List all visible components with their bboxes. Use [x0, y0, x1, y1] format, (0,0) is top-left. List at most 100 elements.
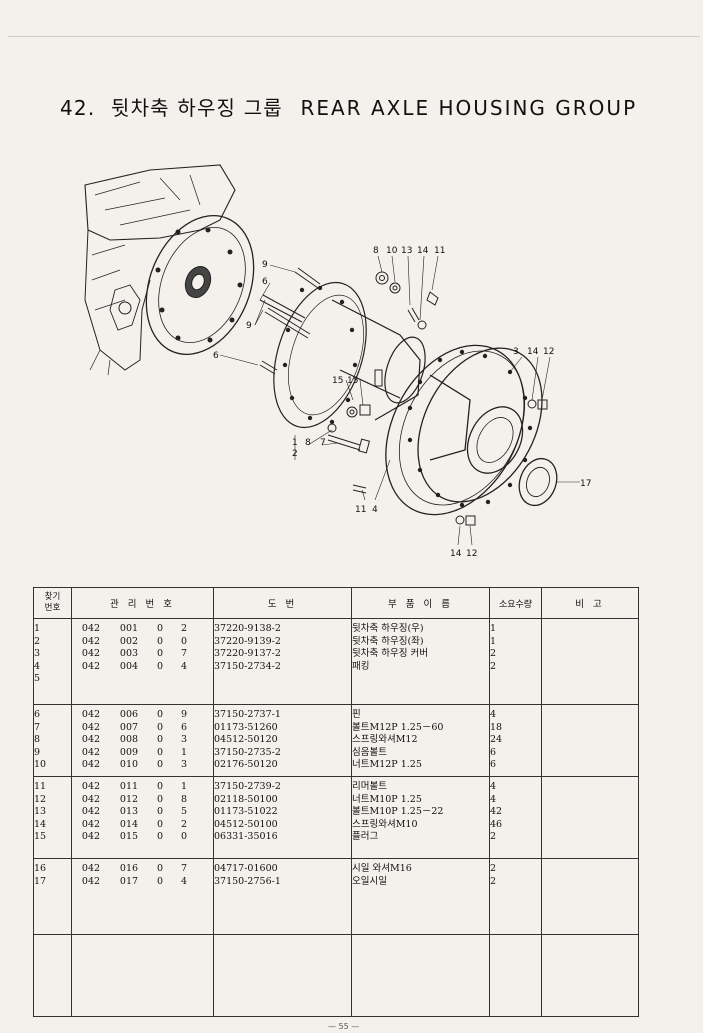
callout-1: 1 — [292, 438, 298, 448]
engine-block-illustration — [84, 164, 236, 376]
top-rule — [8, 36, 700, 37]
quantity-value: 1 — [490, 623, 497, 634]
part-name-value: 리머볼트 — [352, 781, 387, 792]
drawing-number-value: 04717-01600 — [214, 863, 278, 874]
callout-8: 8 — [373, 246, 379, 256]
control-number-part: 006 — [119, 709, 139, 720]
remarks-value — [542, 794, 638, 807]
nuts-illustration — [455, 399, 548, 526]
control-number-part: 3 — [180, 734, 188, 745]
table-header-row: 찾기 번호 관 리 번 호 도 번 부 품 이 름 소요수량 비 고 — [33, 587, 639, 619]
quantity-value: 4 — [490, 709, 497, 720]
control-number-part: 0 — [156, 781, 164, 792]
remarks-value — [542, 722, 638, 735]
control-number-part: 2 — [180, 623, 188, 634]
control-number-part: 016 — [119, 863, 139, 874]
drawing-number-value: 37150-2734-2 — [214, 660, 281, 672]
find-number-value: 8 — [34, 734, 41, 745]
remarks-value — [542, 819, 638, 832]
find-number-value: 4 — [34, 660, 41, 672]
control-number-part: 011 — [119, 781, 139, 792]
control-number-part: 042 — [81, 746, 101, 758]
drawing-number-value: 37220-9139-2 — [214, 635, 281, 647]
quantity-value: 6 — [490, 759, 497, 770]
page-title: 42. 뒷차축 하우징 그룹 REAR AXLE HOUSING GROUP — [60, 92, 637, 121]
control-number-part: 042 — [81, 623, 101, 634]
drawing-number-value: 02176-50120 — [214, 759, 278, 770]
housing-cover-illustration — [385, 344, 543, 516]
oil-seal-illustration — [518, 457, 558, 507]
control-number-part: 1 — [180, 746, 188, 758]
header-control-number: 관 리 번 호 — [71, 587, 214, 619]
find-number-value: 17 — [34, 875, 47, 887]
control-number-part: 042 — [81, 660, 101, 672]
part-name-value: 너트M10P 1.25 — [352, 793, 422, 805]
leader-lines — [219, 255, 580, 546]
callout-9: 9 — [262, 260, 268, 270]
control-number-part: 014 — [119, 818, 139, 830]
part-name-value: 뒷차축 하우징(우) — [352, 623, 424, 634]
control-number-part — [110, 673, 148, 686]
quantity-value — [490, 673, 541, 686]
drawing-number-value: 06331-35016 — [214, 831, 278, 842]
control-number-part: 0 — [156, 623, 164, 634]
quantity-value: 24 — [490, 734, 503, 745]
find-number-value: 14 — [34, 818, 47, 830]
callout-11: 11 — [355, 505, 366, 515]
callout-12: 12 — [466, 549, 477, 559]
control-number-part — [148, 673, 172, 686]
callout-8: 8 — [305, 438, 311, 448]
quantity-value: 2 — [490, 831, 497, 842]
callout-6: 6 — [213, 351, 219, 361]
control-number-part: 0 — [156, 635, 164, 647]
control-number-part: 042 — [81, 709, 101, 720]
drawing-number-value: 04512-50100 — [214, 818, 278, 830]
drawing-number-value — [214, 673, 351, 686]
header-part-name: 부 품 이 름 — [351, 587, 490, 619]
remarks-value — [542, 636, 638, 649]
control-number: 042 001 0 2 — [72, 623, 213, 636]
remarks-value — [542, 876, 638, 889]
control-number-part — [172, 673, 196, 686]
flywheel-disk-illustration — [145, 215, 255, 355]
section-number: 42. — [60, 96, 96, 120]
cell-quantity — [489, 934, 542, 1017]
drawing-number-value: 37150-2735-2 — [214, 746, 281, 758]
title-korean: 뒷차축 하우징 그룹 — [110, 96, 283, 120]
control-number-part: 7 — [180, 648, 188, 659]
find-number-value: 7 — [34, 721, 41, 733]
find-number-value: 13 — [34, 806, 47, 817]
remarks-value — [542, 734, 638, 747]
control-number-part: 001 — [119, 623, 139, 634]
drawing-number-value: 37150-2737-1 — [214, 709, 281, 720]
control-number-part: 042 — [81, 863, 101, 874]
remarks-value — [542, 759, 638, 772]
cell-remarks — [541, 704, 639, 777]
control-number-part: 008 — [119, 734, 139, 745]
part-name-value: 스프링와셔M10 — [352, 818, 418, 830]
drawing-number-value: 37150-2739-2 — [214, 781, 281, 792]
callout-3: 3 — [513, 347, 519, 357]
find-number-value: 10 — [34, 759, 47, 770]
control-number-part: 0 — [180, 635, 188, 647]
control-number-part: 0 — [156, 793, 164, 805]
control-number-part: 9 — [180, 709, 188, 720]
control-number-part — [72, 673, 110, 686]
control-number-part: 0 — [156, 818, 164, 830]
axle-housing-illustration — [273, 281, 426, 429]
